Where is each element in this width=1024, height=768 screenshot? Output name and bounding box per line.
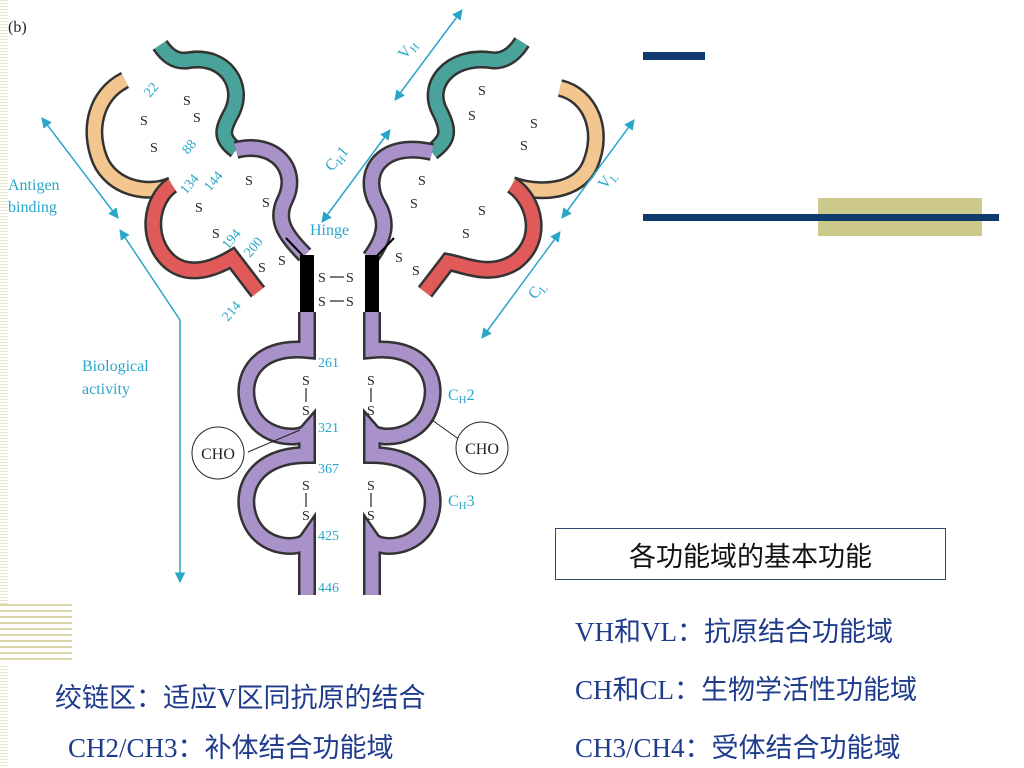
svg-text:S: S: [302, 404, 310, 419]
svg-text:S: S: [278, 254, 286, 269]
svg-text:S: S: [478, 204, 486, 219]
svg-text:S: S: [410, 197, 418, 212]
panel-label: (b): [8, 19, 27, 36]
vl-arrow: [561, 119, 635, 219]
ch2-label: CH2: [448, 387, 475, 406]
right-fc-chain: [363, 312, 442, 595]
svg-text:446: 446: [318, 581, 339, 596]
svg-text:S: S: [262, 196, 270, 211]
biological-activity-label: Biological activity: [82, 358, 149, 398]
svg-text:S: S: [245, 174, 253, 189]
hinge-line: 绞链区：适应V区同抗原的结合: [55, 676, 426, 715]
svg-text:S: S: [395, 251, 403, 266]
ch1-label: CH1: [322, 143, 354, 176]
accent-bar-long: [643, 214, 999, 221]
vh-label: VH: [395, 37, 422, 64]
svg-text:S: S: [193, 111, 201, 126]
svg-text:S: S: [140, 114, 148, 129]
biological-activity-arrow: [119, 229, 186, 584]
svg-text:S: S: [318, 295, 326, 310]
annotation-arrows: [41, 9, 635, 584]
ch1-arrow: [321, 129, 391, 223]
ch2-ch3-line: CH2/CH3：补体结合功能域: [68, 726, 394, 765]
svg-text:S: S: [412, 264, 420, 279]
svg-text:S: S: [468, 109, 476, 124]
svg-text:22: 22: [142, 80, 162, 100]
left-fc-chain: [237, 312, 316, 595]
left-stripe-decoration: [0, 0, 8, 768]
svg-text:Biological: Biological: [82, 358, 149, 375]
svg-text:S: S: [318, 271, 326, 286]
svg-text:binding: binding: [8, 199, 57, 216]
svg-text:S: S: [367, 374, 375, 389]
svg-text:S: S: [520, 139, 528, 154]
svg-text:Antigen: Antigen: [8, 177, 60, 194]
left-heavy-chain-arm: [152, 39, 312, 262]
svg-text:S: S: [530, 117, 538, 132]
cho-left: CHO: [191, 426, 301, 480]
antigen-binding-arrow: [41, 117, 119, 219]
svg-text:S: S: [367, 404, 375, 419]
vl-label: VL: [595, 167, 621, 193]
svg-text:321: 321: [318, 421, 339, 436]
svg-text:214: 214: [220, 299, 245, 325]
ch2-ch3-desc: 补体结合功能域: [204, 733, 394, 763]
svg-text:S: S: [302, 509, 310, 524]
ch-cl-desc: 生物学活性功能域: [701, 675, 918, 705]
svg-text:144: 144: [202, 169, 227, 195]
hinge-region: [285, 237, 395, 312]
ch-cl-label: CH和CL：: [575, 675, 702, 705]
svg-text:S: S: [462, 227, 470, 242]
ch-cl-line: CH和CL：生物学活性功能域: [575, 668, 917, 707]
antigen-binding-label: Antigen binding: [8, 177, 60, 216]
svg-text:S: S: [212, 227, 220, 242]
svg-text:CHO: CHO: [465, 441, 499, 458]
svg-text:activity: activity: [82, 381, 130, 398]
svg-text:S: S: [346, 295, 354, 310]
svg-text:200: 200: [242, 235, 267, 261]
cl-arrow: [481, 231, 561, 339]
disulfide-dashes: [305, 276, 372, 507]
vh-vl-desc: 抗原结合功能域: [704, 617, 893, 647]
right-heavy-chain-arm: [362, 36, 530, 264]
cl-label: CL: [525, 278, 551, 304]
svg-text:S: S: [302, 479, 310, 494]
svg-text:261: 261: [318, 356, 339, 371]
ch3-label: CH3: [448, 493, 475, 512]
svg-text:134: 134: [178, 172, 203, 198]
vh-arrow: [394, 9, 463, 101]
ch2-ch3-label: CH2/CH3：: [68, 733, 205, 763]
svg-text:425: 425: [318, 529, 339, 544]
ch3-ch4-desc: 受体结合功能域: [711, 733, 901, 763]
vh-vl-line: VH和VL：抗原结合功能域: [575, 610, 893, 649]
svg-text:S: S: [150, 141, 158, 156]
svg-text:194: 194: [220, 227, 245, 253]
svg-text:S: S: [302, 374, 310, 389]
hinge-text-desc: 适应V区同抗原的结合: [163, 683, 426, 713]
hinge-label: Hinge: [310, 222, 349, 239]
svg-text:367: 367: [318, 462, 339, 477]
stripe-block-decoration: [0, 604, 72, 664]
function-box-title-text: 各功能域的基本功能: [629, 541, 872, 572]
svg-text:S: S: [183, 94, 191, 109]
ch3-ch4-label: CH3/CH4：: [575, 733, 712, 763]
svg-text:S: S: [367, 479, 375, 494]
svg-text:S: S: [367, 509, 375, 524]
svg-text:88: 88: [180, 137, 200, 157]
vh-vl-label: VH和VL：: [575, 617, 704, 647]
cho-right: CHO: [431, 419, 509, 475]
svg-text:S: S: [258, 261, 266, 276]
function-box-title: 各功能域的基本功能: [555, 528, 946, 580]
svg-text:S: S: [418, 174, 426, 189]
svg-text:S: S: [478, 84, 486, 99]
ch3-ch4-line: CH3/CH4：受体结合功能域: [575, 726, 901, 765]
hinge-text-label: 绞链区：: [55, 683, 163, 713]
svg-text:S: S: [346, 271, 354, 286]
svg-text:S: S: [195, 201, 203, 216]
accent-bar-short: [643, 52, 705, 60]
svg-text:CHO: CHO: [201, 446, 235, 463]
